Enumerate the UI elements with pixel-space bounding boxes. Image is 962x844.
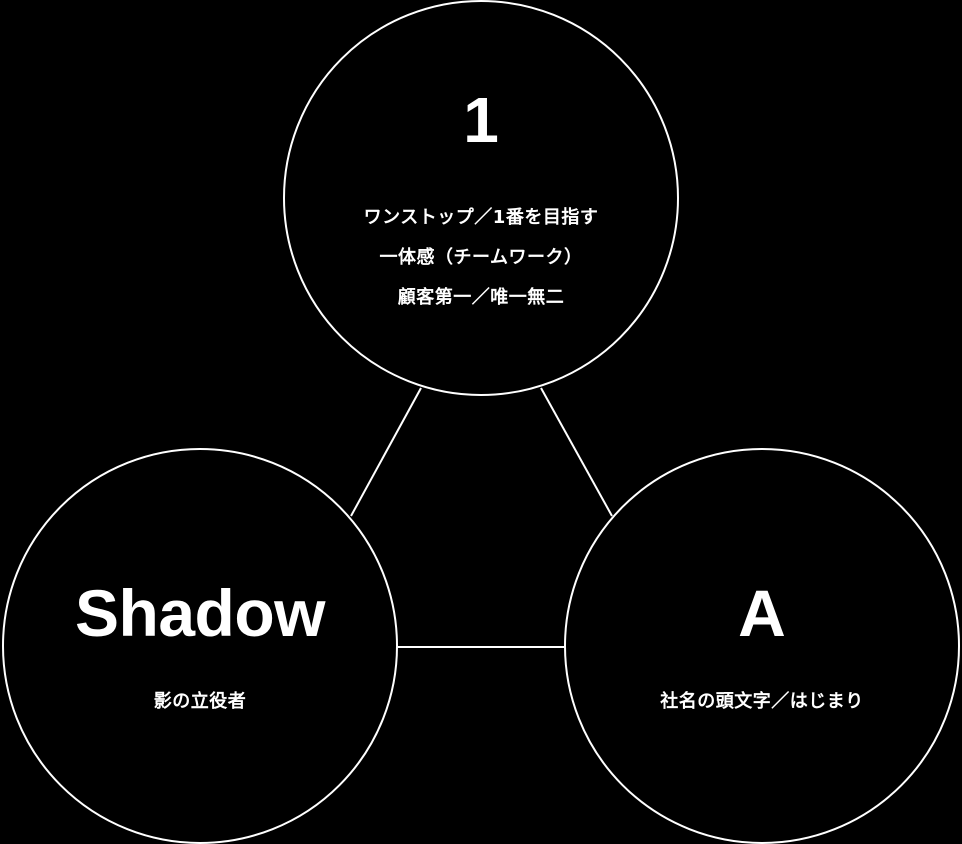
node-top-line-2: 一体感（チームワーク）	[379, 247, 583, 268]
node-right-description: 社名の頭文字／はじまり	[660, 691, 864, 712]
node-top-line-3: 顧客第一／唯一無二	[397, 287, 565, 308]
edge-top-left	[350, 387, 422, 517]
node-top-circle: 1 ワンストップ／1番を目指す 一体感（チームワーク） 顧客第一／唯一無二	[283, 0, 679, 396]
node-top-heading: 1	[463, 84, 499, 156]
node-right-circle: A 社名の頭文字／はじまり	[564, 448, 960, 844]
node-left-description: 影の立役者	[153, 691, 247, 712]
node-right-heading: A	[738, 576, 786, 650]
node-left-heading: Shadow	[74, 576, 326, 650]
node-top-line-1: ワンストップ／1番を目指す	[363, 207, 599, 228]
node-top-description: ワンストップ／1番を目指す 一体感（チームワーク） 顧客第一／唯一無二	[285, 198, 677, 318]
edge-top-right	[540, 387, 613, 517]
node-left-circle: Shadow 影の立役者	[2, 448, 398, 844]
